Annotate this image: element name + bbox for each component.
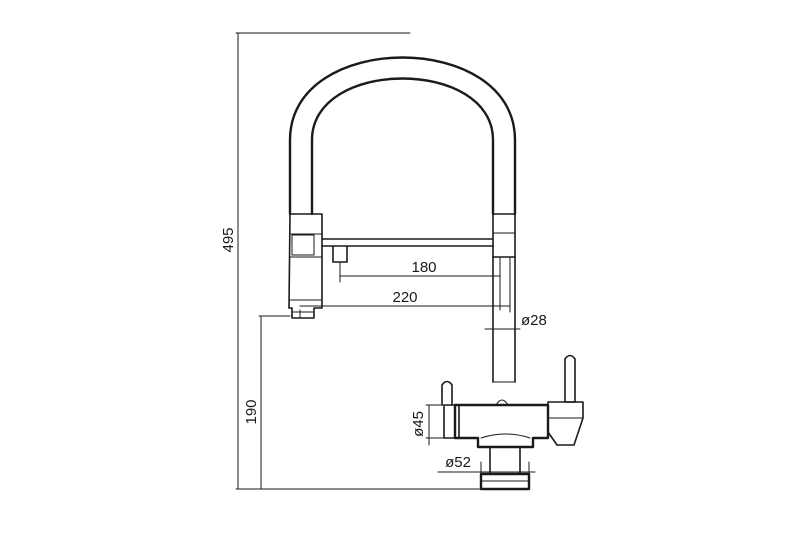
dimension-labels: 495 190 180 220 ø28 ø45 ø52 — [220, 227, 547, 471]
dock-bar — [321, 238, 494, 247]
left-lever-hub — [443, 404, 460, 439]
right-lever-hub — [547, 401, 584, 446]
dim-label-hose-diameter: ø28 — [521, 312, 547, 329]
spray-head-button — [291, 234, 315, 256]
dim-label-495: 495 — [220, 227, 237, 252]
dim-label-180: 180 — [411, 259, 436, 276]
spray-head — [288, 213, 323, 319]
base-shank — [489, 446, 521, 475]
dimension-lines — [235, 32, 536, 490]
faucet-body — [453, 403, 550, 449]
dim-label-body-diameter: ø45 — [410, 411, 427, 437]
dock-hook — [332, 245, 348, 263]
dim-label-190: 190 — [243, 399, 260, 424]
spout-arch-inner — [310, 77, 495, 216]
right-collar — [492, 213, 516, 258]
left-lever — [441, 380, 453, 406]
dim-label-base-diameter: ø52 — [445, 454, 471, 471]
dim-label-220: 220 — [392, 289, 417, 306]
right-lever — [564, 354, 576, 403]
spout-arch-outer — [288, 56, 517, 216]
faucet-outline — [288, 56, 584, 491]
riser-column — [492, 256, 516, 383]
